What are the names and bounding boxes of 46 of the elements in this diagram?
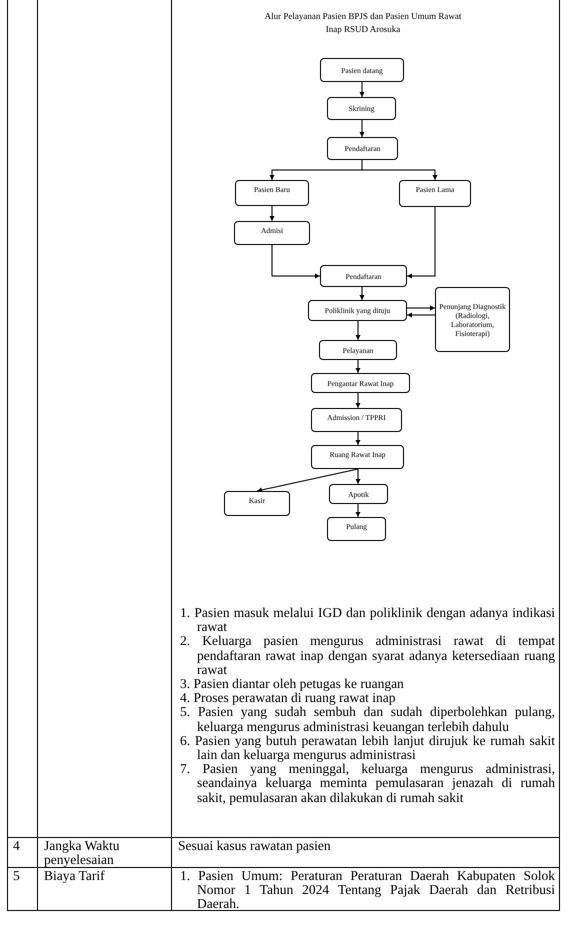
arrow	[406, 312, 436, 318]
arrow	[406, 206, 436, 278]
list-item: 1. Pasien masuk melalui IGD dan poliklinik dengan adanya indikasi rawat	[180, 606, 555, 634]
process-box	[311, 373, 410, 393]
list-item: 3. Pasien diantar oleh petugas ke ruangan	[180, 677, 405, 692]
arrow	[256, 468, 358, 492]
arrow	[356, 360, 360, 374]
arrow	[362, 160, 438, 180]
arrow	[272, 244, 320, 278]
arrow	[360, 286, 364, 300]
row-content: Sesuai kasus rawatan pasien	[178, 839, 332, 854]
row-heading: Jangka Waktu penyelesaian	[44, 839, 121, 868]
list-item: 1. Pasien Umum: Peraturan Peraturan Daerah Kabupaten Solok Nomor 1 Tahun 2024 Tentang Pajak Daerah dan Retribusi Daerah.	[180, 869, 555, 912]
arrow	[356, 432, 360, 446]
process-box	[327, 97, 396, 120]
arrow	[360, 120, 364, 138]
process-box	[234, 221, 310, 245]
process-box	[327, 517, 386, 541]
process-box	[308, 300, 407, 321]
process-box	[435, 287, 510, 352]
row-heading: Biaya Tarif	[44, 869, 106, 884]
list-item: 4. Proses perawatan di ruang rawat inap	[180, 691, 396, 706]
arrow	[356, 504, 360, 518]
process-box	[311, 445, 404, 469]
arrow	[356, 468, 360, 484]
process-box	[327, 137, 398, 160]
process-box	[224, 491, 290, 516]
arrow	[360, 82, 364, 98]
row-number: 4	[13, 839, 21, 854]
process-box	[329, 484, 388, 504]
arrow	[270, 206, 274, 222]
process-box	[399, 180, 471, 207]
process-box	[320, 58, 404, 82]
list-item: 2. Keluarga pasien mengurus administrasi rawat di tempat pendaftaran rawat inap dengan syarat adanya ketersediaan ruang rawat	[180, 634, 555, 678]
diagram-title: Alur Pelayanan Pasien BPJS dan Pasien Umum Rawat Inap RSUD Arosuka	[264, 10, 462, 36]
process-box	[319, 340, 397, 360]
list-item: 6. Pasien yang butuh perawatan lebih lanjut dirujuk ke rumah sakit lain dan keluarga mengurus administrasi	[180, 734, 555, 762]
list-item: 7. Pasien yang meninggal, keluarga mengurus administrasi, seandainya keluarga meminta pemulasaran jenazah di rumah sakit, pemulasaran akan dilakukan di rumah sakit	[180, 762, 555, 805]
process-box	[311, 408, 402, 432]
list-item: 5. Pasien yang sudah sembuh dan sudah diperbolehkan pulang, keluarga mengurus administrasi keuangan terlebih dahulu	[180, 705, 555, 734]
arrow	[406, 306, 436, 310]
process-box	[320, 265, 407, 287]
process-box	[235, 180, 309, 206]
arrow	[356, 392, 360, 408]
row-number: 5	[13, 869, 21, 884]
arrow	[356, 320, 360, 340]
